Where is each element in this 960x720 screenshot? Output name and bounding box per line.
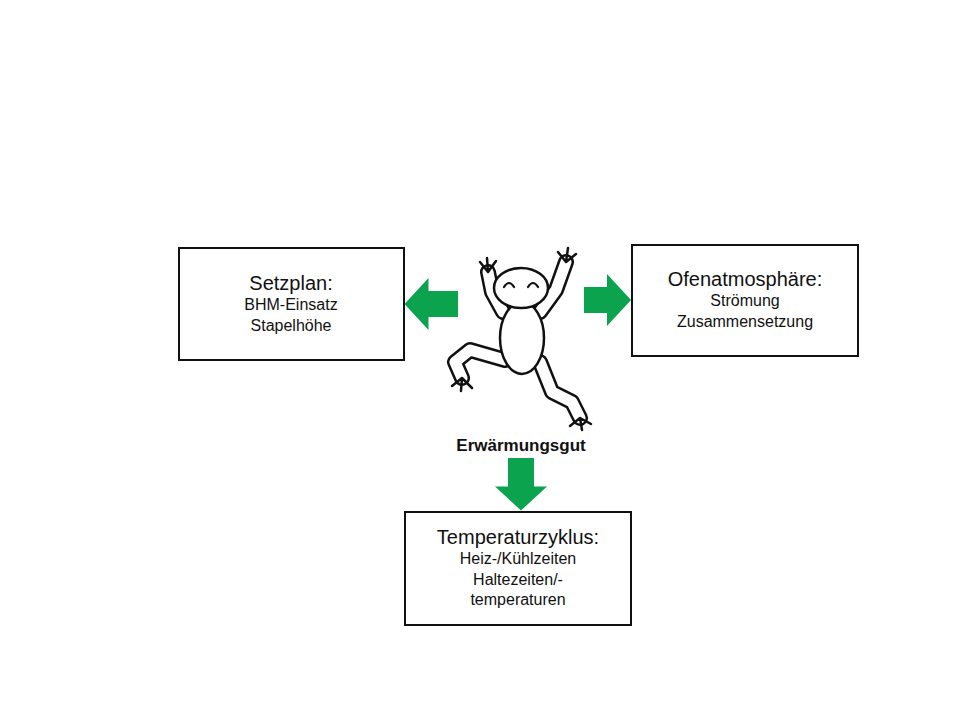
- block-arrow: [584, 274, 631, 326]
- box-heading: Ofenatmosphäre:: [668, 267, 823, 291]
- box-body: Strömung Zusammensetzung: [670, 291, 820, 333]
- box-body: Heiz-/Kühlzeiten Haltezeiten/- temperatu…: [443, 549, 593, 611]
- process-box: Setzplan:BHM-Einsatz Stapelhöhe: [178, 247, 405, 361]
- block-arrow: [405, 278, 459, 330]
- process-box: Ofenatmosphäre:Strömung Zusammensetzung: [631, 244, 859, 357]
- heated-item: Erwärmungsgut: [458, 250, 584, 458]
- process-box: Temperaturzyklus:Heiz-/Kühlzeiten Haltez…: [404, 511, 632, 626]
- item-label: Erwärmungsgut: [456, 436, 585, 456]
- box-body: BHM-Einsatz Stapelhöhe: [226, 295, 356, 337]
- box-heading: Setzplan:: [249, 271, 332, 295]
- box-heading: Temperaturzyklus:: [437, 525, 599, 549]
- block-arrow: [495, 458, 547, 511]
